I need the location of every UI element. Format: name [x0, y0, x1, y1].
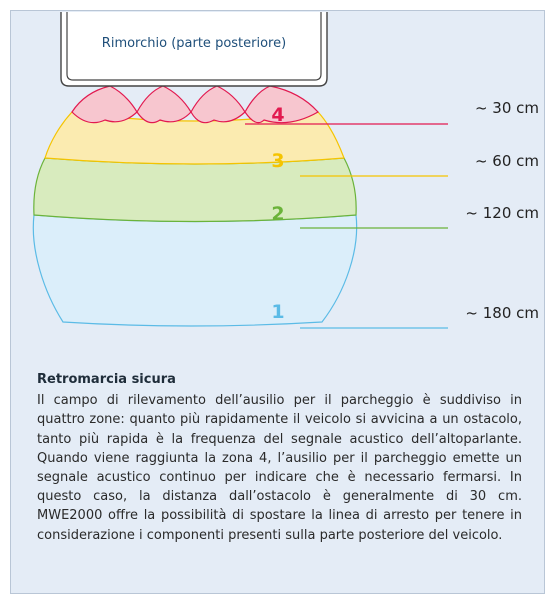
zone-2-distance: ~ 120 cm: [465, 204, 539, 222]
zone-2-area: [33, 157, 357, 223]
zone-4-area: [71, 85, 319, 124]
trailer-inner-outline: [66, 12, 322, 81]
zone-3-number: 3: [271, 150, 284, 172]
description-heading: Retromarcia sicura: [37, 372, 176, 387]
zone-1-number: 1: [271, 301, 284, 323]
trailer-rear: [60, 12, 328, 87]
zone-4-number: 4: [271, 104, 284, 126]
description-block: Retromarcia sicura Il campo di rilevamen…: [37, 370, 522, 545]
zone-2-number: 2: [271, 203, 284, 225]
description-body: Il campo di rilevamento dell’ausilio per…: [37, 393, 522, 543]
zone-1-distance: ~ 180 cm: [465, 304, 539, 322]
zone-3-distance: ~ 60 cm: [475, 152, 539, 170]
zone-4-distance: ~ 30 cm: [475, 99, 539, 117]
zone-1-area: [32, 214, 358, 327]
trailer-label: Rimorchio (parte posteriore): [102, 36, 286, 51]
